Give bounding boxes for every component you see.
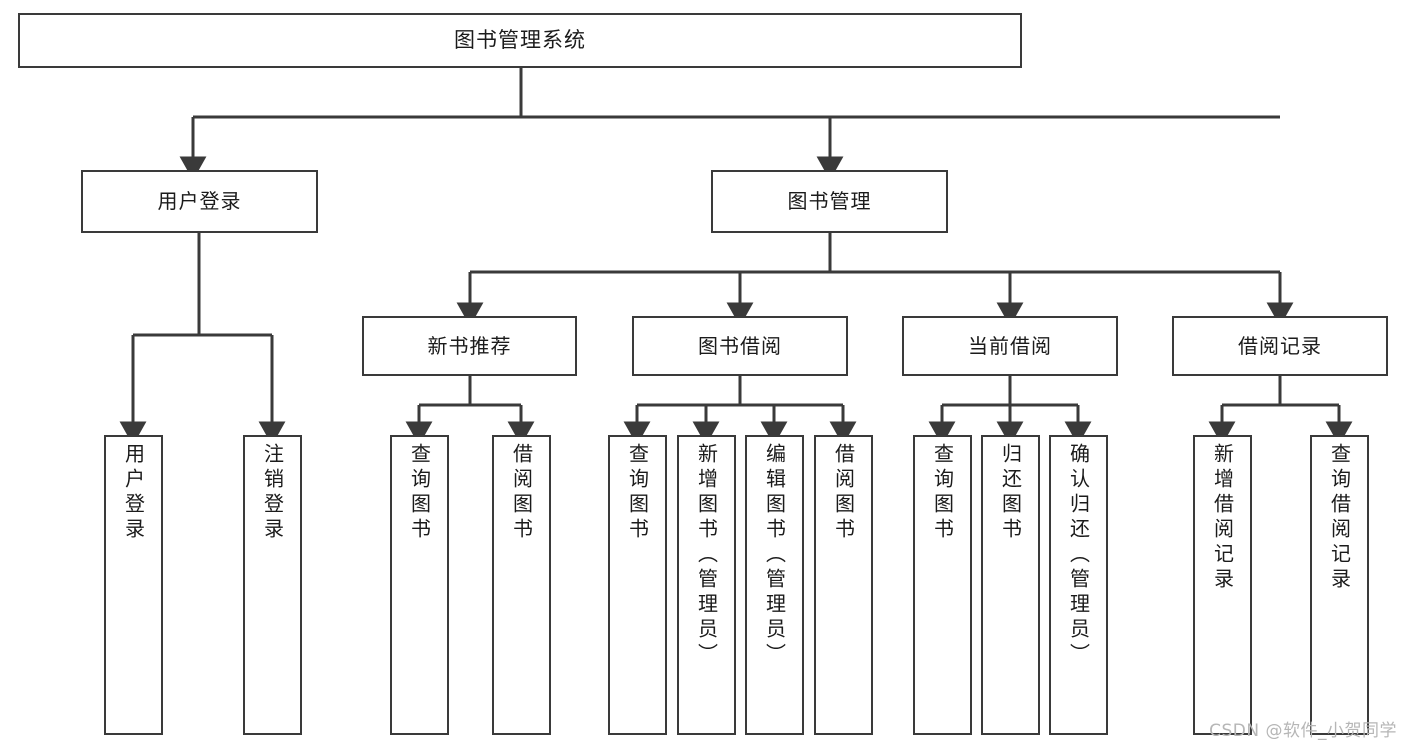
node-label: 新增图书（管理员） [694,443,719,668]
node-label: 借阅记录 [1238,333,1322,358]
leaf-user-login[interactable]: 用户登录 [104,435,163,735]
node-label: 归还图书 [998,443,1023,543]
leaf-confirm-return-admin[interactable]: 确认归还（管理员） [1049,435,1108,735]
node-label: 查询图书 [930,443,955,543]
leaf-query-book-current[interactable]: 查询图书 [913,435,972,735]
leaf-user-logout[interactable]: 注销登录 [243,435,302,735]
node-label: 确认归还（管理员） [1066,443,1091,668]
node-label: 用户登录 [121,443,146,543]
leaf-edit-book-admin[interactable]: 编辑图书（管理员） [745,435,804,735]
leaf-add-borrow-record[interactable]: 新增借阅记录 [1193,435,1252,735]
leaf-query-book-borrow[interactable]: 查询图书 [608,435,667,735]
node-book-borrow[interactable]: 图书借阅 [632,316,848,376]
node-label: 查询图书 [407,443,432,543]
node-user-login[interactable]: 用户登录 [81,170,318,233]
node-label: 查询借阅记录 [1327,443,1352,593]
leaf-query-book-newrec[interactable]: 查询图书 [390,435,449,735]
leaf-borrow-book[interactable]: 借阅图书 [814,435,873,735]
node-label: 新增借阅记录 [1210,443,1235,593]
node-label: 借阅图书 [509,443,534,543]
node-label: 新书推荐 [427,333,512,358]
node-label: 用户登录 [157,189,242,214]
node-new-book-recommend[interactable]: 新书推荐 [362,316,577,376]
node-label: 注销登录 [260,443,285,543]
leaf-return-book[interactable]: 归还图书 [981,435,1040,735]
node-root-system[interactable]: 图书管理系统 [18,13,1022,68]
watermark: CSDN @软件_小贺同学 [1209,721,1397,741]
node-label: 图书管理系统 [454,27,586,52]
leaf-query-borrow-record[interactable]: 查询借阅记录 [1310,435,1369,735]
node-label: 图书借阅 [698,333,782,358]
leaf-borrow-book-newrec[interactable]: 借阅图书 [492,435,551,735]
node-current-borrow[interactable]: 当前借阅 [902,316,1118,376]
node-label: 编辑图书（管理员） [762,443,787,668]
leaf-add-book-admin[interactable]: 新增图书（管理员） [677,435,736,735]
node-label: 当前借阅 [968,333,1052,358]
node-label: 借阅图书 [831,443,856,543]
node-borrow-history[interactable]: 借阅记录 [1172,316,1388,376]
node-book-manage[interactable]: 图书管理 [711,170,948,233]
node-label: 查询图书 [625,443,650,543]
node-label: 图书管理 [787,189,872,214]
